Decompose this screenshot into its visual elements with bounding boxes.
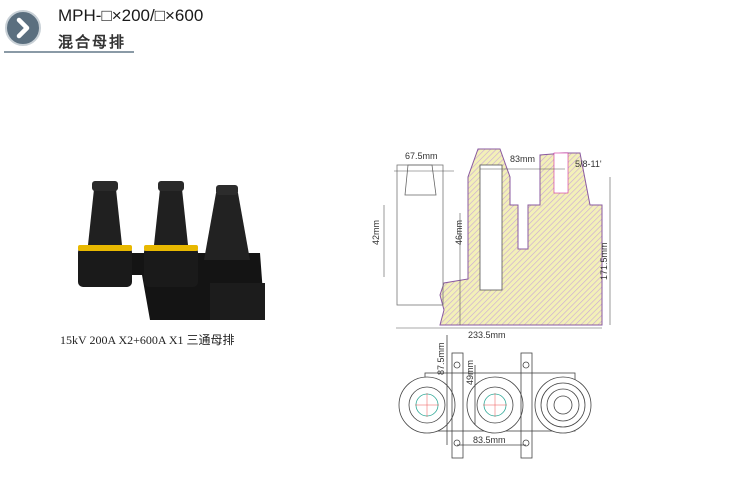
bushing-3	[204, 185, 250, 260]
dim-bottom-87: 87.5mm	[436, 342, 446, 375]
dim-width-top: 67.5mm	[405, 151, 438, 161]
dim-thread: 5/8-11'	[575, 159, 602, 169]
dim-bottom-49: 49mm	[465, 360, 475, 385]
dim-pitch: 83mm	[510, 154, 535, 164]
side-section-drawing: 67.5mm 83mm 5/8-11' 42mm 46mm 171.5mm 23…	[371, 148, 611, 340]
dim-bottom-pitch: 83.5mm	[473, 435, 506, 445]
product-photo	[78, 181, 265, 320]
product-caption: 15kV 200A X2+600A X1 三通母排	[60, 333, 235, 347]
dim-height-total: 171.5mm	[599, 242, 609, 280]
title-underline	[4, 51, 134, 53]
dim-height-46: 46mm	[454, 220, 464, 245]
page-title: MPH-□×200/□×600	[58, 6, 204, 25]
bottom-view-drawing: 87.5mm 49mm 83.5mm	[398, 335, 592, 459]
dim-length-total: 233.5mm	[468, 330, 506, 340]
bushing-1	[78, 181, 132, 287]
chevron-right-circle-icon	[5, 10, 41, 46]
header: MPH-□×200/□×600 混合母排	[0, 0, 260, 56]
dim-height-42: 42mm	[371, 220, 381, 245]
page-subtitle: 混合母排	[58, 34, 127, 51]
bushing-2	[144, 181, 198, 287]
